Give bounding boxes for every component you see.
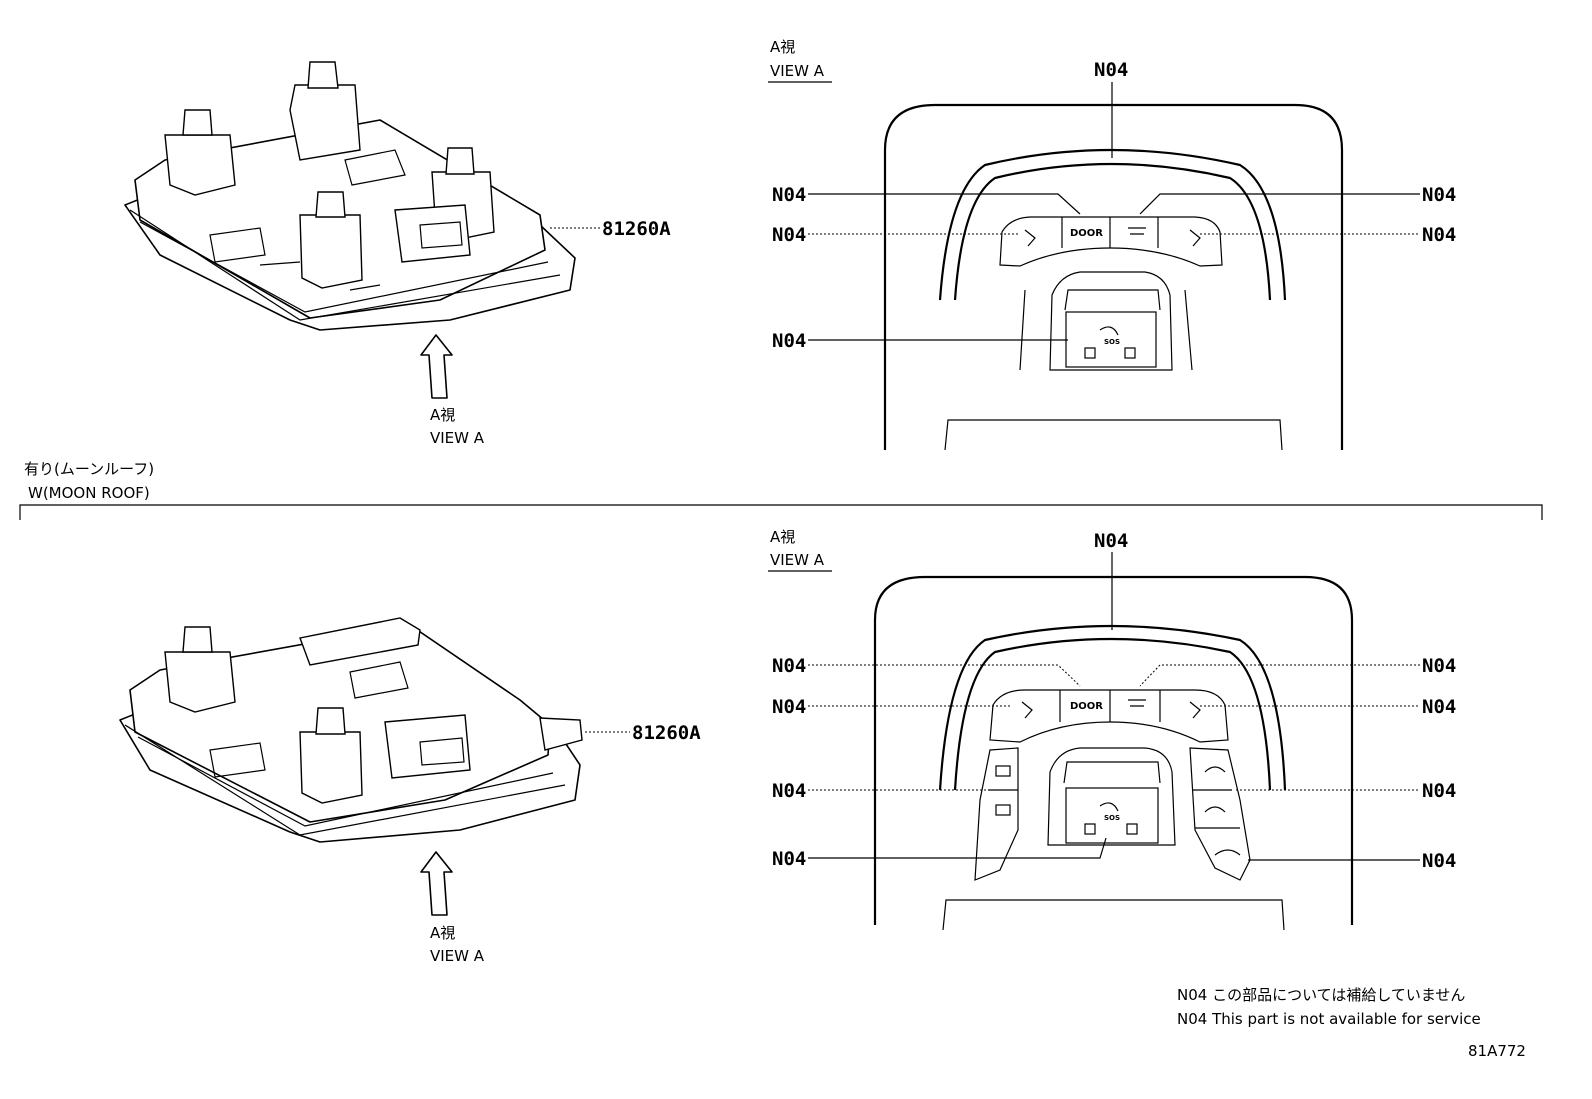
overhead-console-view-top	[883, 103, 1344, 451]
view-title-jp-bottom: A視	[770, 528, 795, 546]
leader-top-right-1	[1139, 193, 1420, 215]
callout-bottom-right-2: N04	[1422, 696, 1456, 718]
view-arrow-bottom	[420, 851, 453, 916]
part-number-label-top: 81260A	[602, 218, 671, 240]
service-note-jp: N04 この部品については補給していません	[1177, 986, 1465, 1004]
callout-bottom-right-1: N04	[1422, 655, 1456, 677]
leader-bottom-left-1	[808, 664, 1081, 687]
service-note-en: N04 This part is not available for servi…	[1177, 1010, 1481, 1028]
part-number-label-bottom: 81260A	[632, 722, 701, 744]
section-divider	[19, 504, 1543, 520]
callout-bottom-left-4: N04	[772, 848, 806, 870]
door-button-label-bottom: DOOR	[1070, 701, 1103, 712]
callout-top-center: N04	[1094, 59, 1128, 81]
door-button-label-top: DOOR	[1070, 228, 1103, 239]
console-assembly-top	[124, 61, 576, 331]
sos-button-label-bottom: SOS	[1104, 814, 1120, 822]
callout-top-left-1: N04	[772, 184, 806, 206]
callout-bottom-right-4: N04	[1422, 850, 1456, 872]
callout-top-left-3: N04	[772, 330, 806, 352]
view-label-en-bottom-arrow: VIEW A	[430, 947, 485, 965]
view-title-en-bottom: VIEW A	[770, 551, 825, 569]
callout-top-left-2: N04	[772, 224, 806, 246]
sos-button-label-top: SOS	[1104, 338, 1120, 346]
view-arrow-top	[420, 334, 453, 399]
diagram-code: 81A772	[1468, 1042, 1526, 1060]
view-label-jp-top-arrow: A視	[430, 406, 455, 424]
section-label-en: W(MOON ROOF)	[28, 484, 150, 502]
leader-bottom-right-1	[1139, 664, 1420, 687]
callout-bottom-right-3: N04	[1422, 780, 1456, 802]
callout-bottom-left-3: N04	[772, 780, 806, 802]
leader-top-left-1	[808, 193, 1081, 215]
view-title-jp-top: A視	[770, 38, 795, 56]
callout-top-right-1: N04	[1422, 184, 1456, 206]
view-label-en-top-arrow: VIEW A	[430, 429, 485, 447]
view-title-en-top: VIEW A	[770, 62, 825, 80]
callout-bottom-left-1: N04	[772, 655, 806, 677]
section-label-jp: 有り(ムーンルーフ)	[24, 460, 154, 478]
overhead-console-view-bottom	[873, 575, 1354, 931]
callout-top-right-2: N04	[1422, 224, 1456, 246]
callout-bottom-center: N04	[1094, 530, 1128, 552]
view-label-jp-bottom-arrow: A視	[430, 924, 455, 942]
console-assembly-bottom	[119, 617, 583, 843]
callout-bottom-left-2: N04	[772, 696, 806, 718]
leader-bottom-left-4	[808, 837, 1107, 859]
